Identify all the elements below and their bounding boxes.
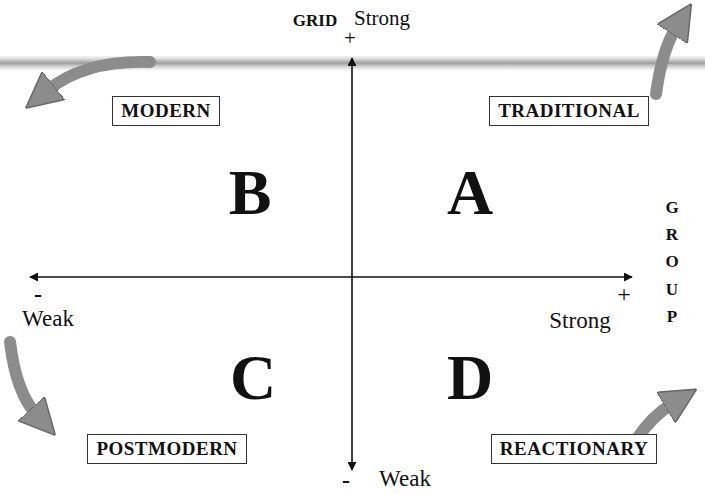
axis-title: GRID [293,12,337,29]
quadrant-label-box: REACTIONARY [491,434,657,465]
axis-end-label: Strong [354,8,410,29]
axis-sign: + [344,28,356,49]
box-label: TRADITIONAL [498,99,640,124]
quadrant-label-box: POSTMODERN [87,434,246,465]
box-label: POSTMODERN [96,437,237,462]
axis-end-label: Strong [549,309,610,332]
axis-sign: + [617,282,631,306]
quadrant-label-box: TRADITIONAL [489,96,649,127]
curved-arrow [10,342,36,414]
axis-end-label: Weak [379,467,431,490]
group-axis [30,276,632,278]
axis-end-label: Weak [22,307,74,330]
quadrant-letter: C [230,346,276,410]
box-label: REACTIONARY [500,437,648,462]
box-label: MODERN [121,99,211,124]
axis-sign: - [34,282,42,306]
quadrant-label-box: MODERN [112,96,220,127]
axis-sign: - [342,468,350,492]
grid-axis [351,58,353,470]
curved-arrow [656,28,676,94]
quadrant-letter: B [229,161,272,225]
quadrant-letter: A [447,161,493,225]
quadrant-letter: D [447,346,493,410]
curved-arrow [48,62,150,90]
axis-title: GROUP [664,194,681,330]
